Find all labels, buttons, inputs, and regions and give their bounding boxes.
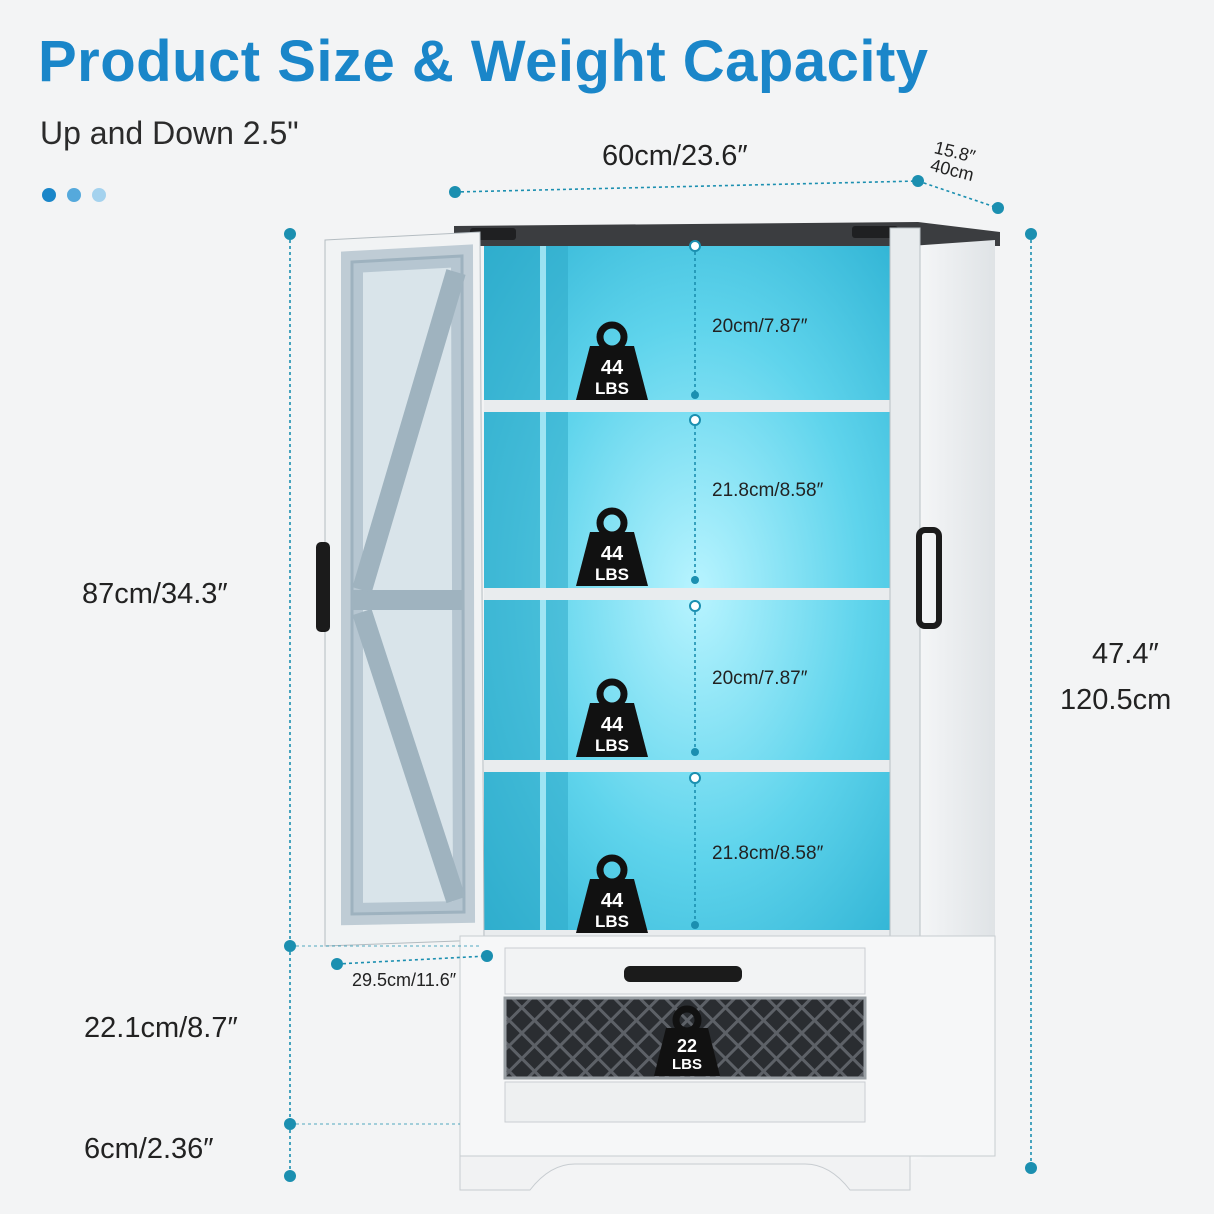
shelf-3-height-label: 20cm/7.87″ — [712, 668, 808, 689]
svg-text:LBS: LBS — [595, 736, 629, 755]
subtitle: Up and Down 2.5" — [40, 115, 299, 151]
svg-text:LBS: LBS — [595, 912, 629, 931]
dot-2 — [67, 188, 81, 202]
weight-icon-shelf-4: 44 LBS — [576, 854, 648, 933]
cabinet-feet — [459, 1155, 911, 1191]
dimension-markers — [284, 175, 1037, 1182]
drawer-handle — [624, 966, 742, 982]
right-door — [889, 227, 921, 947]
lower-height-label: 22.1cm/8.7″ — [84, 1012, 238, 1044]
cabinet-right-side — [910, 240, 995, 1160]
weight-icon-shelf-3: 44 LBS — [576, 678, 648, 757]
right-door-handle — [916, 527, 942, 629]
shelf-3 — [484, 760, 910, 772]
upper-height-label: 87cm/34.3″ — [82, 578, 228, 610]
total-height-cm-label: 120.5cm — [1060, 684, 1172, 716]
total-height-in-label: 47.4″ — [1092, 638, 1159, 670]
pagination-dots — [42, 188, 117, 207]
svg-text:LBS: LBS — [595, 565, 629, 584]
shelf-2-height-label: 21.8cm/8.58″ — [712, 480, 824, 501]
width-label: 60cm/23.6″ — [602, 140, 748, 172]
weight-icon-shelf-2: 44 LBS — [576, 507, 648, 586]
left-door-handle — [316, 542, 330, 632]
svg-text:22: 22 — [677, 1036, 697, 1056]
shelf-1-height-label: 20cm/7.87″ — [712, 316, 808, 337]
svg-text:44: 44 — [601, 714, 624, 736]
svg-text:44: 44 — [601, 890, 624, 912]
dimension-lines — [289, 180, 1032, 1176]
shelf-2 — [484, 588, 910, 600]
shelf-1 — [484, 400, 910, 412]
door-width-label: 29.5cm/11.6″ — [352, 970, 457, 990]
page-title: Product Size & Weight Capacity — [38, 29, 929, 94]
weight-icon-drawer: 22 LBS — [654, 1005, 720, 1076]
dot-1 — [42, 188, 56, 202]
weight-icon-shelf-1: 44 LBS — [576, 321, 648, 400]
dot-3 — [92, 188, 106, 202]
svg-text:44: 44 — [601, 357, 624, 379]
svg-text:44: 44 — [601, 543, 624, 565]
foot-height-label: 6cm/2.36″ — [84, 1133, 214, 1165]
svg-text:LBS: LBS — [672, 1056, 702, 1073]
shelf-4-height-label: 21.8cm/8.58″ — [712, 843, 824, 864]
svg-text:LBS: LBS — [595, 379, 629, 398]
